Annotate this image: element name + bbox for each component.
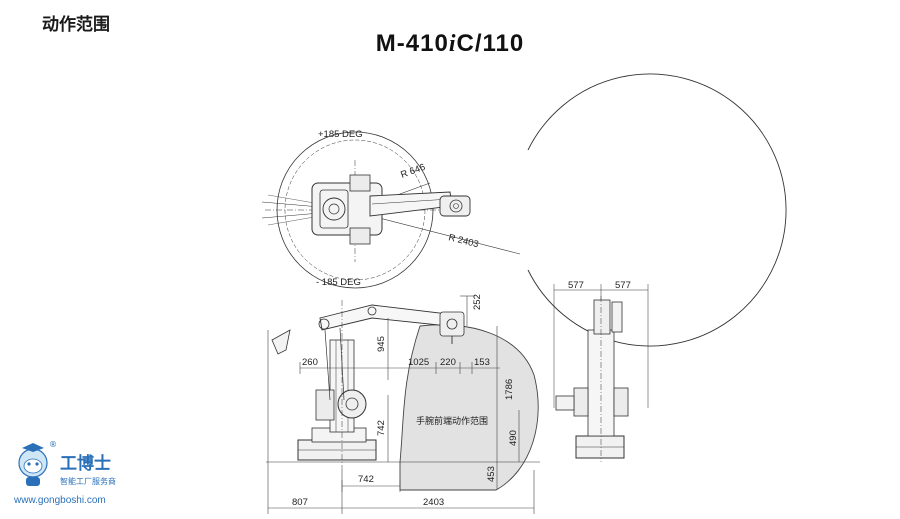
registered-mark: ® bbox=[49, 440, 57, 449]
angle-positive-label: +185 DEG bbox=[318, 129, 363, 140]
front-dim-left: 577 bbox=[568, 280, 584, 291]
model-italic: i bbox=[448, 31, 457, 57]
dim-453: 453 bbox=[486, 466, 497, 482]
dim-252: 252 bbox=[472, 294, 483, 310]
side-view-robot bbox=[266, 300, 540, 470]
dim-1786: 1786 bbox=[504, 379, 515, 400]
front-dim-right: 577 bbox=[615, 280, 631, 291]
side-view-dimensions bbox=[267, 295, 535, 514]
dim-2403: 2403 bbox=[423, 497, 444, 508]
model-title: M-410iC/110 bbox=[0, 30, 900, 58]
brand-url: www.gongboshi.com bbox=[13, 495, 106, 506]
dim-1025: 1025 bbox=[408, 357, 429, 368]
angle-negative-label: - 185 DEG bbox=[316, 277, 361, 288]
dim-153: 153 bbox=[474, 357, 490, 368]
dim-742-vertical: 742 bbox=[376, 420, 387, 436]
model-suffix: C/110 bbox=[456, 30, 525, 57]
dim-807: 807 bbox=[292, 497, 308, 508]
side-view bbox=[399, 324, 539, 491]
brand-mascot-icon bbox=[18, 443, 48, 486]
model-prefix: M-410 bbox=[375, 30, 449, 57]
radius-outer-label: R 2403 bbox=[447, 232, 479, 250]
dim-490: 490 bbox=[508, 430, 519, 446]
brand-tagline: 智能工厂服务商 bbox=[60, 476, 116, 486]
dim-220: 220 bbox=[440, 357, 456, 368]
top-view bbox=[261, 73, 787, 347]
brand-name: 工博士 bbox=[60, 453, 111, 474]
wrist-motion-zone bbox=[399, 324, 539, 491]
radius-inner-label: R 646 bbox=[399, 162, 427, 181]
dim-260: 260 bbox=[302, 357, 318, 368]
dim-742-horizontal: 742 bbox=[358, 474, 374, 485]
wrist-zone-label: 手腕前端动作范围 bbox=[416, 415, 488, 427]
front-view bbox=[553, 284, 649, 462]
section-title: 动作范围 bbox=[42, 15, 110, 35]
dim-945: 945 bbox=[376, 336, 387, 352]
